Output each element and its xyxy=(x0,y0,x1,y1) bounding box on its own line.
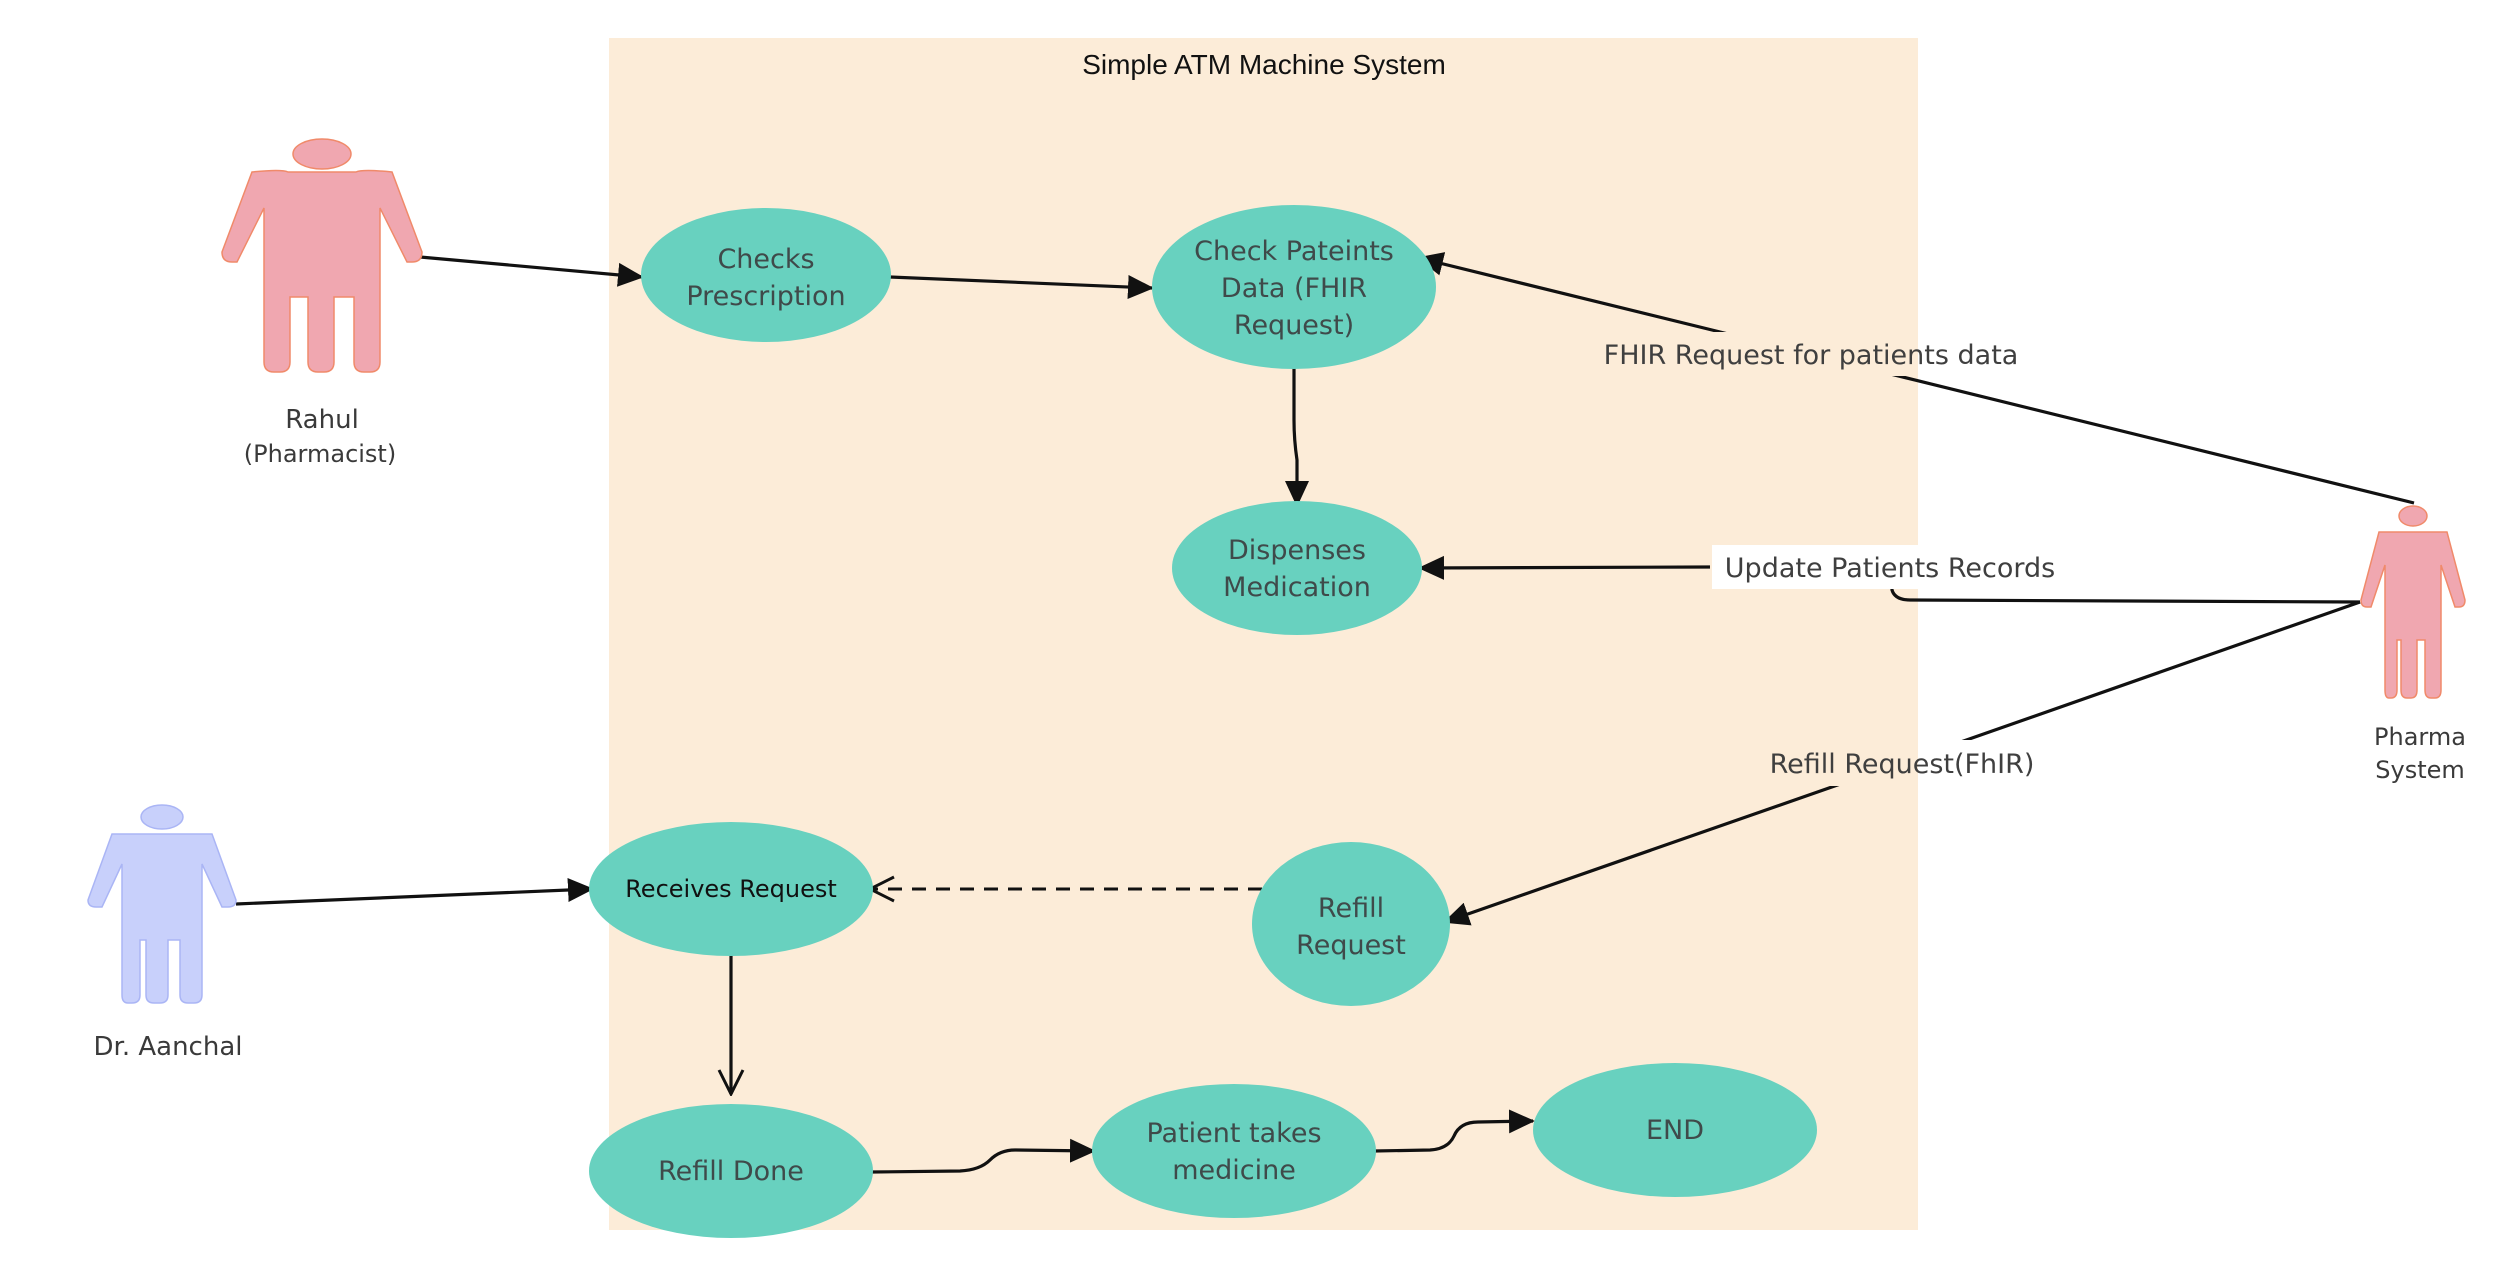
use-case-refill-done[interactable]: Refill Done xyxy=(589,1104,873,1238)
use-case-label: Medication xyxy=(1223,572,1371,603)
edge-patient-end xyxy=(1373,1109,1535,1153)
use-case-label: Prescription xyxy=(686,281,845,312)
edge-aanchal-receives xyxy=(235,878,594,906)
actor-name: System xyxy=(2375,756,2465,784)
use-case-check-patients-data[interactable]: Check Pateints Data (FHIR Request) xyxy=(1152,205,1436,369)
use-case-checks-prescription[interactable]: Checks Prescription xyxy=(641,208,891,342)
actor-aanchal[interactable]: Dr. Aanchal xyxy=(87,804,243,1062)
system-title: Simple ATM Machine System xyxy=(1082,49,1446,80)
use-case-label: Check Pateints xyxy=(1194,236,1394,267)
edge-label-fhir-request: FHIR Request for patients data xyxy=(1604,340,2019,371)
actor-name: Pharma xyxy=(2374,723,2466,751)
use-case-end[interactable]: END xyxy=(1533,1063,1817,1197)
label-bg xyxy=(1766,740,1918,786)
use-case-label: Checks xyxy=(717,244,814,275)
edge-pharma-fhir xyxy=(1417,252,2415,505)
use-case-label: Request) xyxy=(1234,310,1354,341)
use-case-patient-takes-medicine[interactable]: Patient takes medicine xyxy=(1092,1084,1376,1218)
person-icon xyxy=(2360,505,2466,699)
person-icon xyxy=(87,804,237,1004)
use-case-dispenses-medication[interactable]: Dispenses Medication xyxy=(1172,501,1422,635)
use-case-label: Patient takes xyxy=(1146,1118,1321,1149)
use-case-label: medicine xyxy=(1172,1155,1296,1186)
use-case-label: Data (FHIR xyxy=(1221,273,1367,304)
use-case-label: Dispenses xyxy=(1228,535,1366,566)
label-bg xyxy=(1712,545,2052,589)
use-case-receives-request[interactable]: Receives Request xyxy=(589,822,873,956)
edge-label-refill-fhir: Refill Request(FhIR) xyxy=(1770,749,2035,780)
edge-pharma-update xyxy=(1890,588,2361,604)
person-icon xyxy=(221,138,423,373)
label-bg xyxy=(1918,332,2006,376)
use-case-label: Receives Request xyxy=(625,875,837,903)
use-case-label: Refill Done xyxy=(658,1156,804,1187)
use-case-label: Request xyxy=(1296,930,1406,961)
edge-rahul-checks xyxy=(419,255,644,287)
use-case-refill-request[interactable]: Refill Request xyxy=(1252,842,1450,1006)
edge-checks-data xyxy=(889,275,1154,299)
actor-pharma-system[interactable]: Pharma System xyxy=(2360,505,2466,784)
edge-data-dispenses xyxy=(1285,368,1309,507)
actor-rahul[interactable]: Rahul (Pharmacist) xyxy=(221,138,423,468)
actor-role: (Pharmacist) xyxy=(244,440,396,468)
use-case-label: END xyxy=(1646,1115,1704,1146)
edge-pharma-refill xyxy=(1443,600,2361,926)
actor-name: Dr. Aanchal xyxy=(94,1032,243,1062)
actor-name: Rahul xyxy=(285,405,359,435)
use-case-label: Refill xyxy=(1318,893,1384,924)
edge-update-dispenses xyxy=(1418,555,1711,580)
edge-done-patient xyxy=(871,1138,1096,1174)
edge-label-update-records: Update Patients Records xyxy=(1725,553,2055,584)
